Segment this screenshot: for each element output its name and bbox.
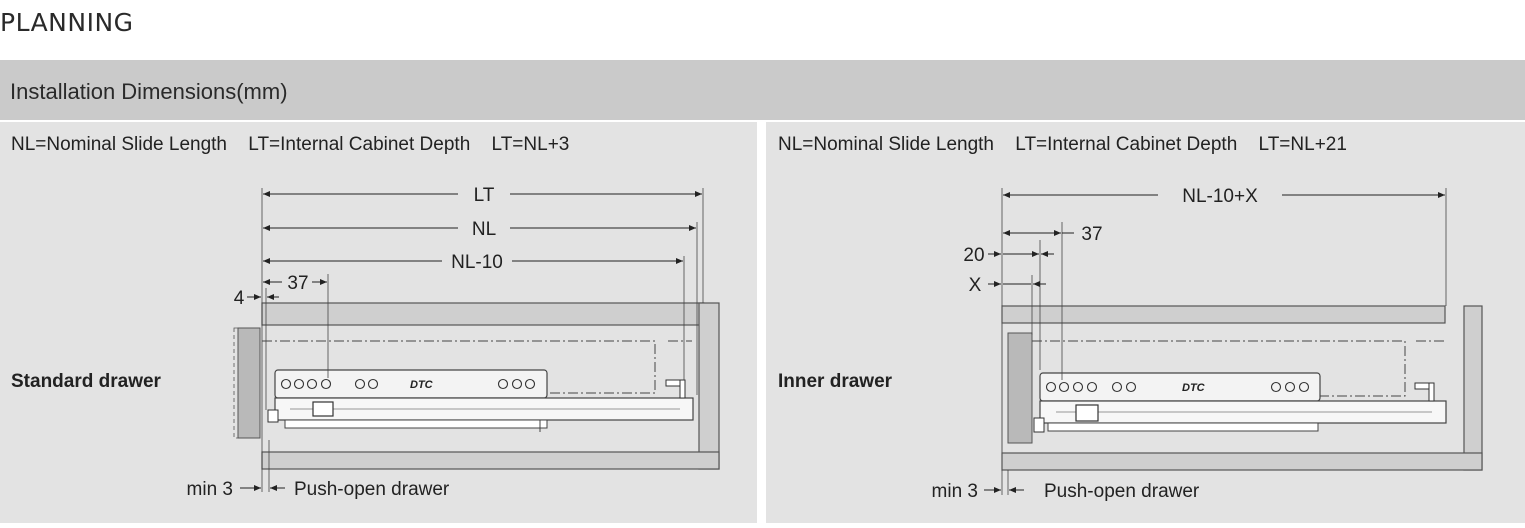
lower-rail xyxy=(1047,422,1319,432)
lt-dimension-label: LT xyxy=(474,185,495,206)
cabinet-back-wall xyxy=(1463,305,1483,471)
push-open-unit xyxy=(1075,404,1099,422)
drawer-front xyxy=(1007,332,1033,444)
dim20-label: 20 xyxy=(963,245,984,266)
push-open-unit xyxy=(312,401,334,417)
front-bracket xyxy=(267,409,279,423)
cabinet-bottom-panel xyxy=(261,451,720,470)
standard-drawer-label: Standard drawer xyxy=(11,371,161,392)
push-open-label: Push-open drawer xyxy=(294,479,450,500)
reference-lines xyxy=(261,188,704,492)
rear-hook xyxy=(1428,382,1435,402)
reference-lines xyxy=(1001,188,1447,495)
cabinet-back-wall xyxy=(698,302,720,470)
lt-relation: LT=NL+21 xyxy=(1258,134,1347,155)
dimx-label: X xyxy=(969,275,982,296)
lt-definition: LT=Internal Cabinet Depth xyxy=(1015,134,1238,155)
standard-drawer-diagram: DTC LT NL NL-10 xyxy=(187,185,720,500)
rear-bracket xyxy=(665,379,681,387)
left-formula-line: NL=Nominal Slide Length LT=Internal Cabi… xyxy=(11,134,585,156)
drawer-box-outline xyxy=(262,340,656,394)
section-header-bar xyxy=(0,60,1525,120)
total-dimension-label: NL-10+X xyxy=(1182,186,1258,207)
nl-definition: NL=Nominal Slide Length xyxy=(11,134,227,155)
dim37-label: 37 xyxy=(287,273,308,294)
cabinet-top-panel xyxy=(1001,305,1446,324)
section-title: Installation Dimensions(mm) xyxy=(10,79,288,104)
nl-dimension-label: NL xyxy=(472,219,496,240)
front-bracket xyxy=(1033,417,1045,433)
drawer-front xyxy=(237,327,261,439)
brand-logo: DTC xyxy=(410,379,434,391)
push-open-label: Push-open drawer xyxy=(1044,481,1200,502)
page-title: PLANNING xyxy=(0,8,134,37)
right-formula-line: NL=Nominal Slide Length LT=Internal Cabi… xyxy=(778,134,1363,156)
nl10-dimension-label: NL-10 xyxy=(451,252,503,273)
drawer-box-outline xyxy=(1032,340,1406,397)
cabinet-bottom-panel xyxy=(1001,452,1483,471)
inner-drawer-diagram: DTC NL-10+X 37 20 xyxy=(932,186,1483,502)
dim37-label: 37 xyxy=(1081,224,1102,245)
inner-drawer-label: Inner drawer xyxy=(778,371,893,392)
lower-rail xyxy=(284,419,548,429)
lt-definition: LT=Internal Cabinet Depth xyxy=(248,134,471,155)
min3-label: min 3 xyxy=(187,479,233,500)
brand-logo: DTC xyxy=(1182,382,1206,394)
push-open-front-outline xyxy=(233,327,239,439)
min3-label: min 3 xyxy=(932,481,978,502)
nl-definition: NL=Nominal Slide Length xyxy=(778,134,994,155)
dim4-label: 4 xyxy=(234,288,245,309)
lt-relation: LT=NL+3 xyxy=(491,134,570,155)
rear-bracket xyxy=(1414,382,1430,390)
rear-hook xyxy=(679,379,686,399)
